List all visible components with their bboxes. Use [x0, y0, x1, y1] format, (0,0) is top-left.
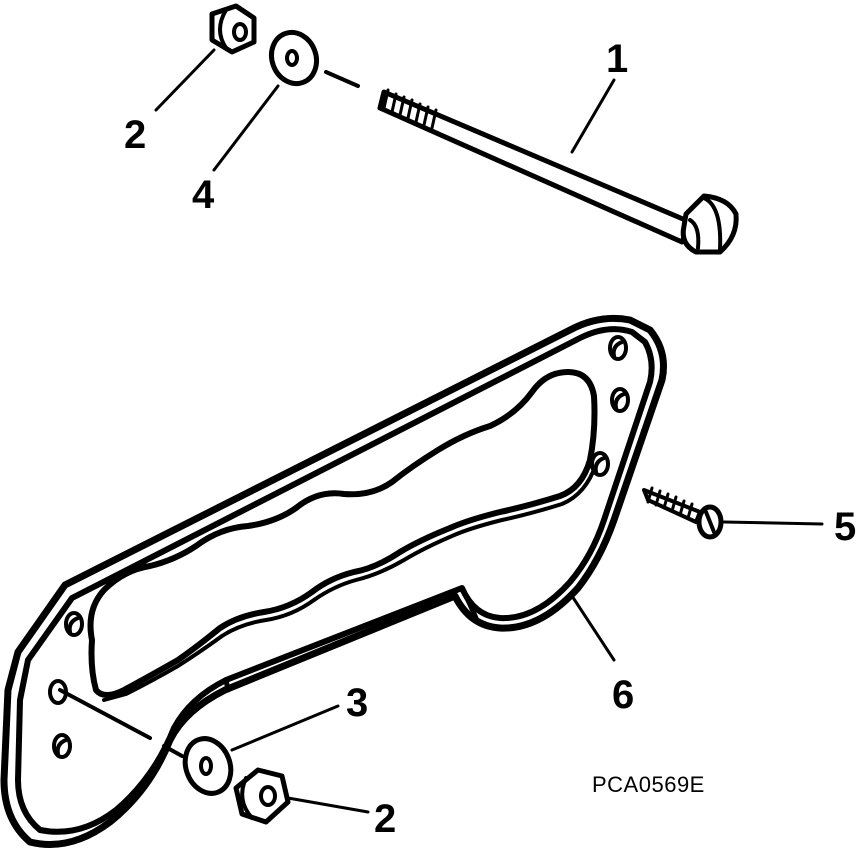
nut-bottom — [233, 767, 291, 825]
hole-lower-left-1 — [64, 611, 84, 637]
hole-lower-left-3 — [52, 733, 72, 759]
leader-3 — [230, 704, 340, 752]
hole-upper-right-3 — [590, 451, 610, 477]
alignment-line-bottom — [58, 688, 152, 740]
leader-1 — [570, 78, 616, 154]
hole-upper-right-2 — [610, 387, 630, 413]
bolt — [377, 88, 739, 255]
leader-2-top — [154, 48, 216, 112]
callout-2-top: 2 — [124, 113, 146, 157]
screw — [642, 486, 724, 540]
callout-2-bottom: 2 — [374, 797, 396, 841]
callout-5: 5 — [834, 505, 856, 549]
washer-top — [268, 29, 320, 87]
leader-2-bottom — [286, 796, 370, 814]
washer-bottom — [182, 736, 234, 796]
alignment-line-top — [324, 70, 360, 88]
figure-id: PCA0569E — [592, 772, 705, 797]
callout-6: 6 — [612, 673, 634, 717]
callout-4: 4 — [192, 173, 215, 217]
leader-lines — [154, 48, 824, 814]
bolt-threads — [382, 88, 438, 130]
callout-1: 1 — [606, 37, 628, 81]
callout-3: 3 — [346, 681, 368, 725]
leader-4 — [212, 84, 280, 172]
leader-6 — [570, 594, 616, 662]
leader-5 — [722, 520, 824, 526]
hole-upper-right-1 — [608, 335, 628, 361]
nut-top — [209, 3, 257, 55]
bracket-plate — [0, 314, 667, 848]
mounting-holes — [48, 335, 630, 759]
